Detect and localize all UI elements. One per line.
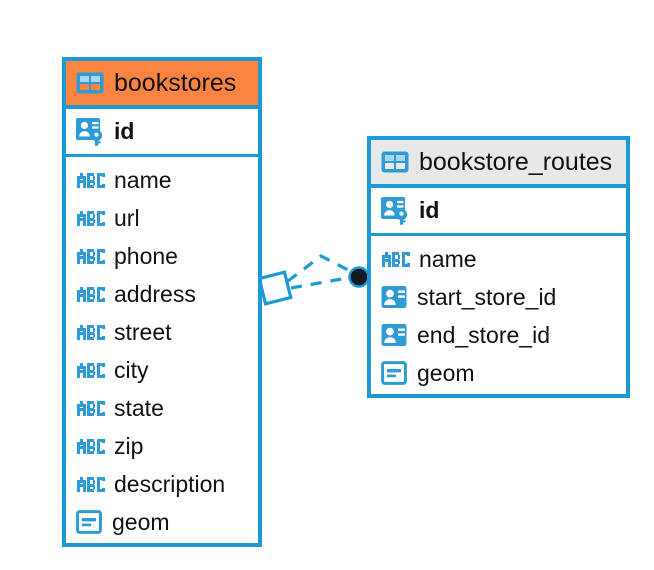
field-label: zip <box>114 432 144 459</box>
field-label: state <box>114 394 164 421</box>
primary-key-icon <box>76 117 106 146</box>
field-label: url <box>114 204 140 231</box>
field-row-name[interactable]: name <box>66 161 258 199</box>
field-row-primary-key[interactable]: id <box>66 109 258 157</box>
primary-key-icon <box>381 196 411 225</box>
abc-text-icon <box>76 360 106 380</box>
field-row-primary-key[interactable]: id <box>371 188 626 236</box>
geometry-icon <box>76 510 104 534</box>
field-list-bookstore-routes: name start_store_id <box>371 236 626 398</box>
entity-header-bookstores: bookstores <box>66 61 258 109</box>
table-icon <box>76 72 104 94</box>
abc-text-icon <box>381 249 411 269</box>
abc-text-icon <box>76 474 106 494</box>
geometry-icon <box>381 361 409 385</box>
field-label: start_store_id <box>417 283 557 310</box>
field-row-address[interactable]: address <box>66 275 258 313</box>
abc-text-icon <box>76 246 106 266</box>
relationship-line-lower <box>290 275 354 290</box>
abc-text-icon <box>76 436 106 456</box>
field-row-street[interactable]: street <box>66 313 258 351</box>
field-label: id <box>114 118 135 144</box>
field-row-name[interactable]: name <box>371 240 626 278</box>
field-label: address <box>114 280 196 307</box>
field-label: id <box>419 197 440 223</box>
abc-text-icon <box>76 322 106 342</box>
field-label: description <box>114 470 226 497</box>
field-row-state[interactable]: state <box>66 389 258 427</box>
field-row-geom[interactable]: geom <box>371 354 626 392</box>
field-label: phone <box>114 242 178 269</box>
entity-name-label: bookstore_routes <box>419 147 613 176</box>
field-label: geom <box>112 508 170 535</box>
relationship-line-upper <box>287 254 355 283</box>
relationship-diamond-marker <box>257 270 293 306</box>
field-label: street <box>114 318 172 345</box>
field-label: city <box>114 356 149 383</box>
field-row-geom[interactable]: geom <box>66 503 258 541</box>
field-label: geom <box>417 359 475 386</box>
foreign-key-icon <box>381 323 409 347</box>
table-icon <box>381 151 409 173</box>
entity-header-bookstore-routes: bookstore_routes <box>371 140 626 188</box>
field-row-description[interactable]: description <box>66 465 258 503</box>
abc-text-icon <box>76 284 106 304</box>
field-row-url[interactable]: url <box>66 199 258 237</box>
abc-text-icon <box>76 208 106 228</box>
relationship-circle-marker <box>348 266 370 288</box>
abc-text-icon <box>76 170 106 190</box>
field-list-bookstores: name url <box>66 157 258 547</box>
field-row-start-store-id[interactable]: start_store_id <box>371 278 626 316</box>
abc-text-icon <box>76 398 106 418</box>
field-row-city[interactable]: city <box>66 351 258 389</box>
entity-table-bookstores[interactable]: bookstores id <box>62 57 262 547</box>
field-row-phone[interactable]: phone <box>66 237 258 275</box>
foreign-key-icon <box>381 285 409 309</box>
field-label: name <box>419 245 477 272</box>
entity-name-label: bookstores <box>114 68 237 97</box>
entity-table-bookstore-routes[interactable]: bookstore_routes id <box>367 136 630 398</box>
field-row-zip[interactable]: zip <box>66 427 258 465</box>
field-label: end_store_id <box>417 321 550 348</box>
field-row-end-store-id[interactable]: end_store_id <box>371 316 626 354</box>
field-label: name <box>114 166 172 193</box>
